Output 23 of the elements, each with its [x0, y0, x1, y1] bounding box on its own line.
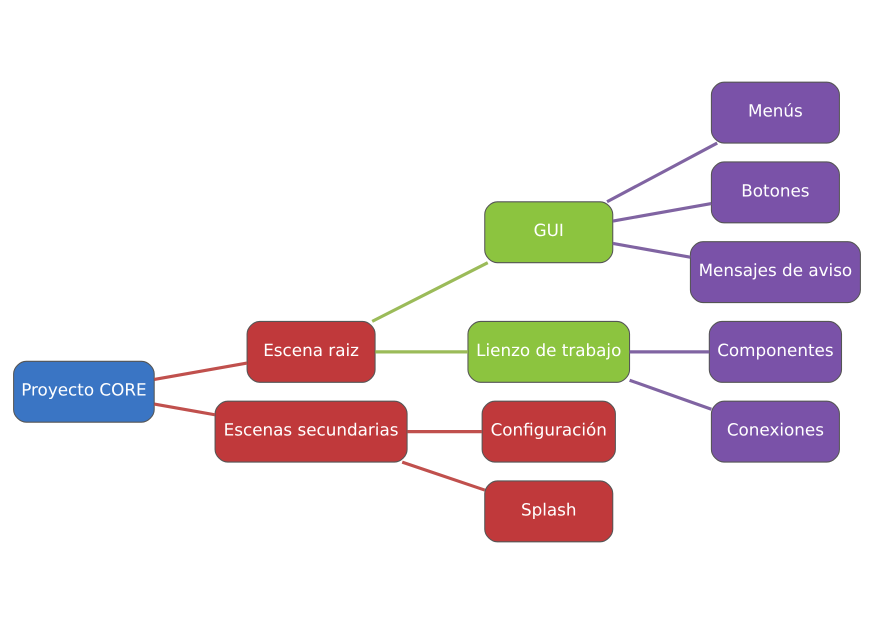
connector [374, 350, 468, 354]
connector [401, 460, 485, 492]
node-box: Mensajes de aviso [689, 241, 860, 304]
node-box: Menús [710, 82, 840, 144]
node-box: Proyecto CORE [12, 360, 154, 423]
connector [628, 378, 712, 411]
node-box: Componentes [708, 320, 842, 383]
connector [406, 430, 482, 434]
connector [629, 350, 709, 354]
connector [154, 361, 247, 382]
connector [370, 261, 488, 323]
node-box: Conexiones [710, 400, 840, 463]
connector [612, 202, 712, 223]
node-box: Escenas secundarias [214, 400, 408, 463]
node-box: Botones [710, 161, 840, 224]
node-box: GUI [484, 201, 613, 264]
node-box: Configuración [481, 400, 616, 463]
node-box: Lienzo de trabajo [466, 320, 630, 383]
connector [154, 402, 215, 416]
connector [612, 242, 690, 259]
node-box: Splash [484, 480, 613, 542]
connector [606, 142, 718, 204]
node-box: Escena raiz [246, 320, 376, 383]
